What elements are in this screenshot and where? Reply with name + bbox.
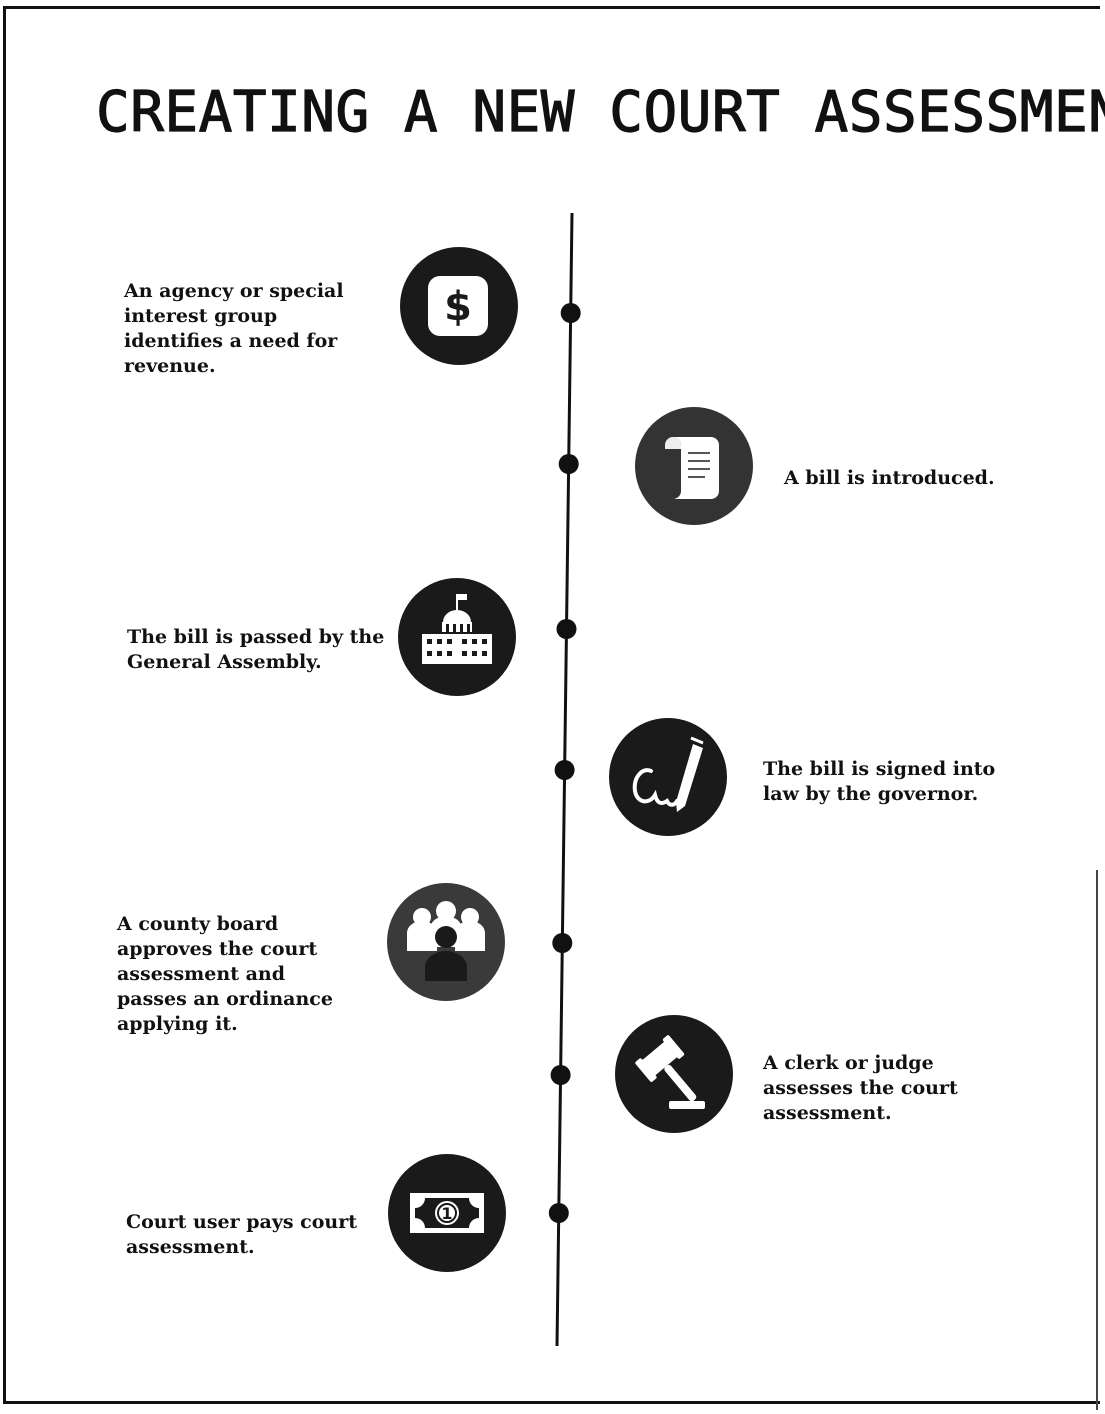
dollar-icon: $ bbox=[400, 247, 518, 365]
step-3-line: The bill is passed by the bbox=[127, 626, 385, 648]
step-6-text: A clerk or judge assesses the court asse… bbox=[763, 1051, 958, 1126]
step-1-line: revenue. bbox=[124, 355, 216, 377]
step-1-line: interest group bbox=[124, 305, 278, 327]
step-5-line: approves the court bbox=[117, 938, 318, 960]
step-6-line: A clerk or judge bbox=[763, 1052, 934, 1074]
people-group-icon bbox=[387, 883, 505, 1001]
step-1-text: An agency or special interest group iden… bbox=[124, 279, 344, 379]
step-2-text: A bill is introduced. bbox=[784, 466, 995, 491]
scroll-icon bbox=[635, 407, 753, 525]
step-7-line: Court user pays court bbox=[126, 1211, 358, 1233]
dollar-bill-icon: 1 bbox=[388, 1154, 506, 1272]
svg-text:1: 1 bbox=[441, 1204, 452, 1223]
svg-text:$: $ bbox=[444, 284, 472, 330]
step-5-line: applying it. bbox=[117, 1013, 238, 1035]
step-5-line: assessment and bbox=[117, 963, 285, 985]
timeline-dot-step-2 bbox=[558, 454, 579, 474]
step-3-line: General Assembly. bbox=[127, 651, 322, 673]
pen-signature-icon bbox=[609, 718, 727, 836]
gavel-icon bbox=[615, 1015, 733, 1133]
step-2-line: A bill is introduced. bbox=[784, 467, 995, 489]
timeline-dot-step-3 bbox=[556, 619, 577, 639]
step-1-line: An agency or special bbox=[124, 280, 344, 302]
step-7-text: Court user pays court assessment. bbox=[126, 1210, 357, 1260]
page-border bbox=[3, 6, 1100, 1404]
step-4-text: The bill is signed into law by the gover… bbox=[763, 757, 995, 807]
step-5-line: A county board bbox=[117, 913, 279, 935]
step-5-line: passes an ordinance bbox=[117, 988, 333, 1010]
timeline-dot-step-5 bbox=[552, 933, 573, 953]
timeline-dot-step-1 bbox=[560, 303, 581, 323]
step-7-line: assessment. bbox=[126, 1236, 255, 1258]
timeline-dot-step-6 bbox=[550, 1065, 571, 1085]
page-title: CREATING A NEW COURT ASSESSMENT bbox=[95, 79, 1105, 145]
timeline-dot-step-7 bbox=[548, 1203, 569, 1223]
step-6-line: assessment. bbox=[763, 1102, 892, 1124]
step-1-line: identifies a need for bbox=[124, 330, 338, 352]
step-5-text: A county board approves the court assess… bbox=[117, 912, 333, 1037]
timeline-dot-step-4 bbox=[554, 760, 575, 780]
page-border-right bbox=[1096, 870, 1098, 1410]
step-4-line: The bill is signed into bbox=[763, 758, 996, 780]
capitol-icon bbox=[398, 578, 516, 696]
step-4-line: law by the governor. bbox=[763, 783, 979, 805]
step-3-text: The bill is passed by the General Assemb… bbox=[127, 625, 384, 675]
step-6-line: assesses the court bbox=[763, 1077, 958, 1099]
